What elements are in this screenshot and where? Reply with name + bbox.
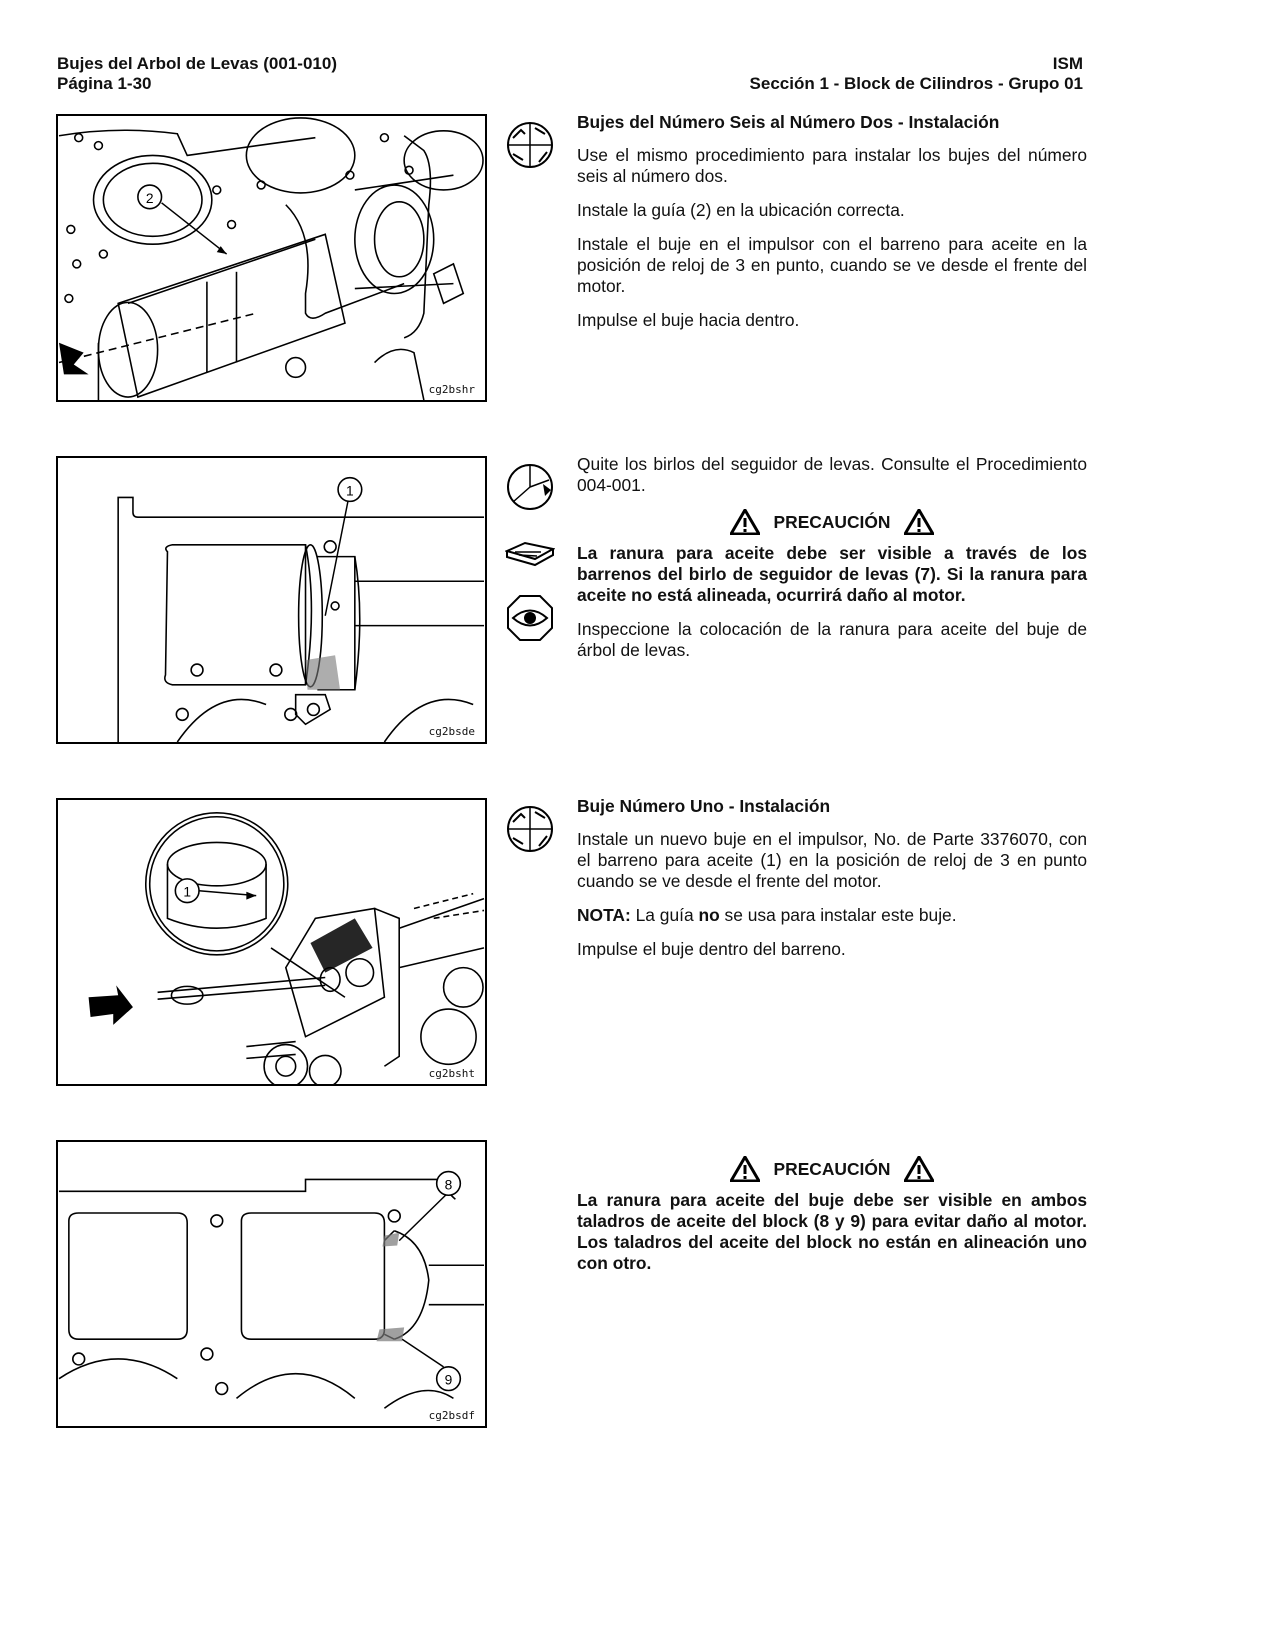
figure-code: cg2bshr [428, 383, 475, 396]
section-title: Bujes del Arbol de Levas (001-010) [57, 54, 337, 73]
caution-book-icon [504, 535, 556, 571]
figure-cg2bshr: 2 cg2bshr [56, 114, 487, 402]
figure-cg2bsht: 1 cg2bsht [56, 798, 487, 1086]
section-3-paragraph: Impulse el buje dentro del barreno. [577, 939, 846, 959]
warning-triangle-icon [729, 1156, 760, 1182]
figure-code: cg2bsht [428, 1067, 475, 1080]
note-label: NOTA: [577, 905, 631, 925]
section-1-paragraph: Instale el buje en el impulsor con el ba… [577, 234, 1087, 296]
note-text: La guía [630, 905, 699, 925]
section-1-paragraph: Use el mismo procedimiento para instalar… [577, 145, 1087, 186]
bushing-number-one-illustration: 1 [88, 812, 485, 1084]
caution-heading: PRECAUCIÓN [577, 509, 1087, 535]
warning-triangle-icon [904, 509, 935, 535]
section-4-text: PRECAUCIÓN La ranura para aceite del buj… [577, 1156, 1087, 1287]
section-1-title: Bujes del Número Seis al Número Dos - In… [577, 112, 1000, 132]
page-header-right: ISM Sección 1 - Block de Cilindros - Gru… [750, 54, 1083, 94]
caution-heading: PRECAUCIÓN [577, 1156, 1087, 1182]
figure-cg2bsdf: 8 9 cg2bsdf [56, 1140, 487, 1428]
callout-9: 9 [445, 1373, 453, 1388]
figure-code: cg2bsde [428, 725, 475, 738]
callout-2: 2 [146, 191, 154, 206]
section-3-paragraph: Instale un nuevo buje en el impulsor, No… [577, 829, 1087, 891]
tool-icon [505, 120, 555, 170]
callout-8: 8 [445, 1177, 453, 1192]
page-number: Página 1-30 [57, 74, 152, 93]
warning-triangle-icon [729, 509, 760, 535]
callout-1: 1 [183, 885, 191, 900]
section-3-title: Buje Número Uno - Instalación [577, 796, 831, 816]
oil-groove-illustration: 1 [117, 476, 485, 742]
note-emphasis: no [698, 905, 720, 925]
section-2-text: Quite los birlos del seguidor de levas. … [577, 454, 1087, 674]
section-1-text: Bujes del Número Seis al Número Dos - In… [577, 112, 1087, 344]
remove-icon [505, 462, 555, 512]
block-oil-drillings-illustration: 8 9 [58, 1170, 485, 1409]
note-text: se usa para instalar este buje. [719, 905, 957, 925]
note-paragraph: NOTA: La guía no se usa para instalar es… [577, 905, 1087, 926]
caution-text: La ranura para aceite debe ser visible a… [577, 543, 1087, 605]
figure-cg2bsde: 1 cg2bsde [56, 456, 487, 744]
section-1-paragraph: Instale la guía (2) en la ubicación corr… [577, 200, 905, 220]
section-1-paragraph: Impulse el buje hacia dentro. [577, 310, 800, 330]
caution-label: PRECAUCIÓN [773, 1158, 891, 1179]
page-header-left: Bujes del Arbol de Levas (001-010) Págin… [57, 54, 337, 94]
inspect-eye-icon [505, 593, 555, 643]
engine-model: ISM [1052, 54, 1083, 73]
section-2-paragraph: Inspeccione la colocación de la ranura p… [577, 619, 1087, 660]
section-group: Sección 1 - Block de Cilindros - Grupo 0… [749, 74, 1083, 93]
caution-text: La ranura para aceite del buje debe ser … [577, 1190, 1087, 1273]
warning-triangle-icon [904, 1156, 935, 1182]
tool-icon [505, 804, 555, 854]
section-2-paragraph: Quite los birlos del seguidor de levas. … [577, 454, 1087, 495]
caution-label: PRECAUCIÓN [773, 511, 891, 532]
bushing-driver-illustration: 2 [58, 117, 484, 400]
section-3-text: Buje Número Uno - Instalación Instale un… [577, 796, 1087, 973]
callout-1: 1 [346, 483, 354, 498]
figure-code: cg2bsdf [428, 1409, 475, 1422]
